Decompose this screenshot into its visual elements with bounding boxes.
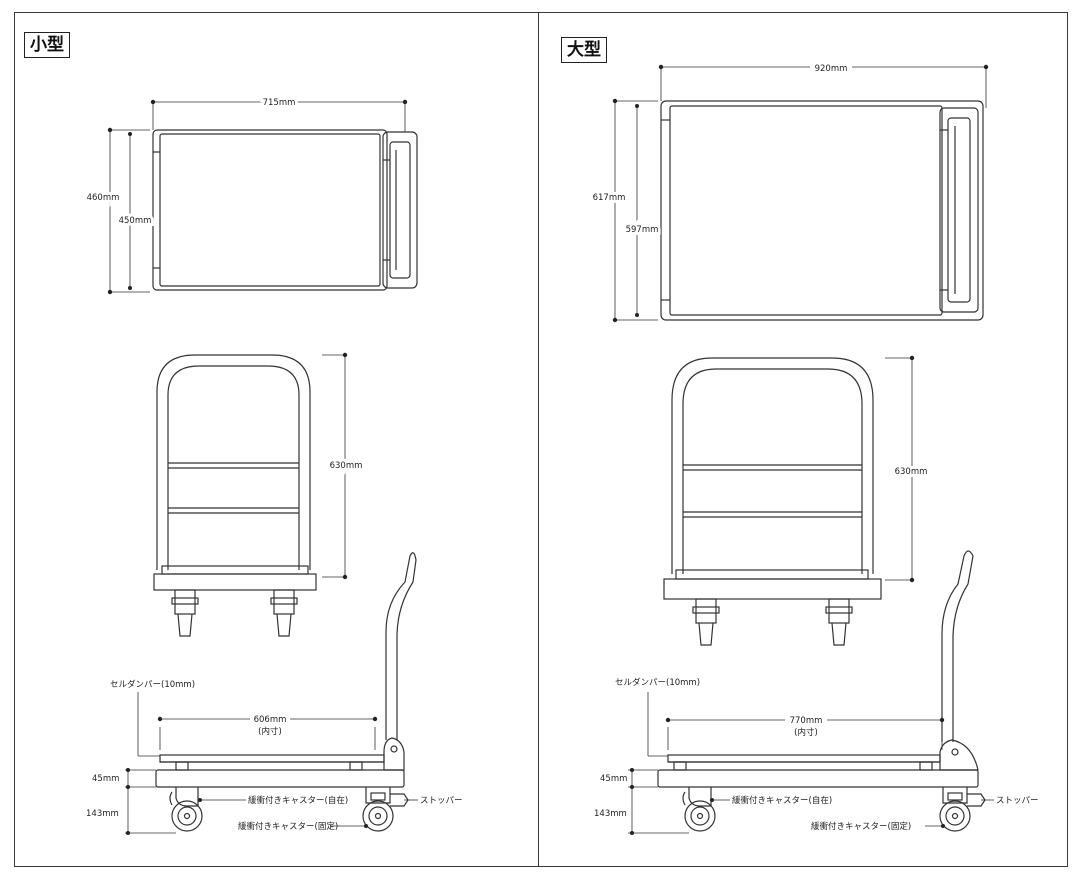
small-top-dims: [109, 101, 406, 293]
small-deck-thickness: 45mm: [92, 774, 119, 784]
panel-large: [538, 12, 1068, 867]
small-bumper-label: セルダンパー(10mm): [110, 679, 195, 690]
large-stopper: ストッパー: [996, 796, 1039, 806]
small-stopper: ストッパー: [420, 796, 463, 806]
large-top-dims: [614, 66, 987, 321]
large-bed-length: 770mm: [790, 716, 823, 726]
large-top-view: [660, 100, 984, 321]
large-top-width: 920mm: [815, 64, 848, 74]
large-top-outer-depth: 617mm: [593, 193, 626, 203]
large-wheel-height: 143mm: [594, 809, 627, 819]
small-top-view: [152, 129, 418, 291]
title-small: 小型: [24, 32, 70, 58]
small-bed-length: 606mm: [254, 715, 287, 725]
large-front-dims: [885, 357, 913, 581]
large-handle-height: 630mm: [895, 467, 928, 477]
large-bed-length-note: (内寸): [794, 727, 818, 738]
large-top-inner-depth: 597mm: [626, 225, 659, 235]
large-caster-swivel: 緩衝付きキャスター(自在): [732, 795, 832, 806]
title-large: 大型: [561, 37, 607, 63]
large-front-view: [663, 357, 882, 646]
small-side-dims: [125, 692, 418, 834]
large-deck-thickness: 45mm: [600, 774, 627, 784]
small-caster-fixed: 緩衝付きキャスター(固定): [238, 821, 338, 832]
small-caster-swivel: 緩衝付きキャスター(自在): [248, 795, 348, 806]
small-front-dims: [322, 354, 346, 578]
small-side-view: [155, 552, 417, 832]
large-caster-fixed: 緩衝付きキャスター(固定): [811, 821, 911, 832]
small-top-width: 715mm: [263, 98, 296, 108]
small-bed-length-note: (内寸): [258, 726, 282, 737]
small-handle-height: 630mm: [330, 461, 363, 471]
small-top-inner-depth: 450mm: [119, 216, 152, 226]
small-top-outer-depth: 460mm: [87, 193, 120, 203]
large-bumper-label: セルダンパー(10mm): [615, 677, 700, 688]
small-front-view: [153, 354, 317, 637]
small-wheel-height: 143mm: [86, 809, 119, 819]
large-side-view: [657, 550, 986, 832]
